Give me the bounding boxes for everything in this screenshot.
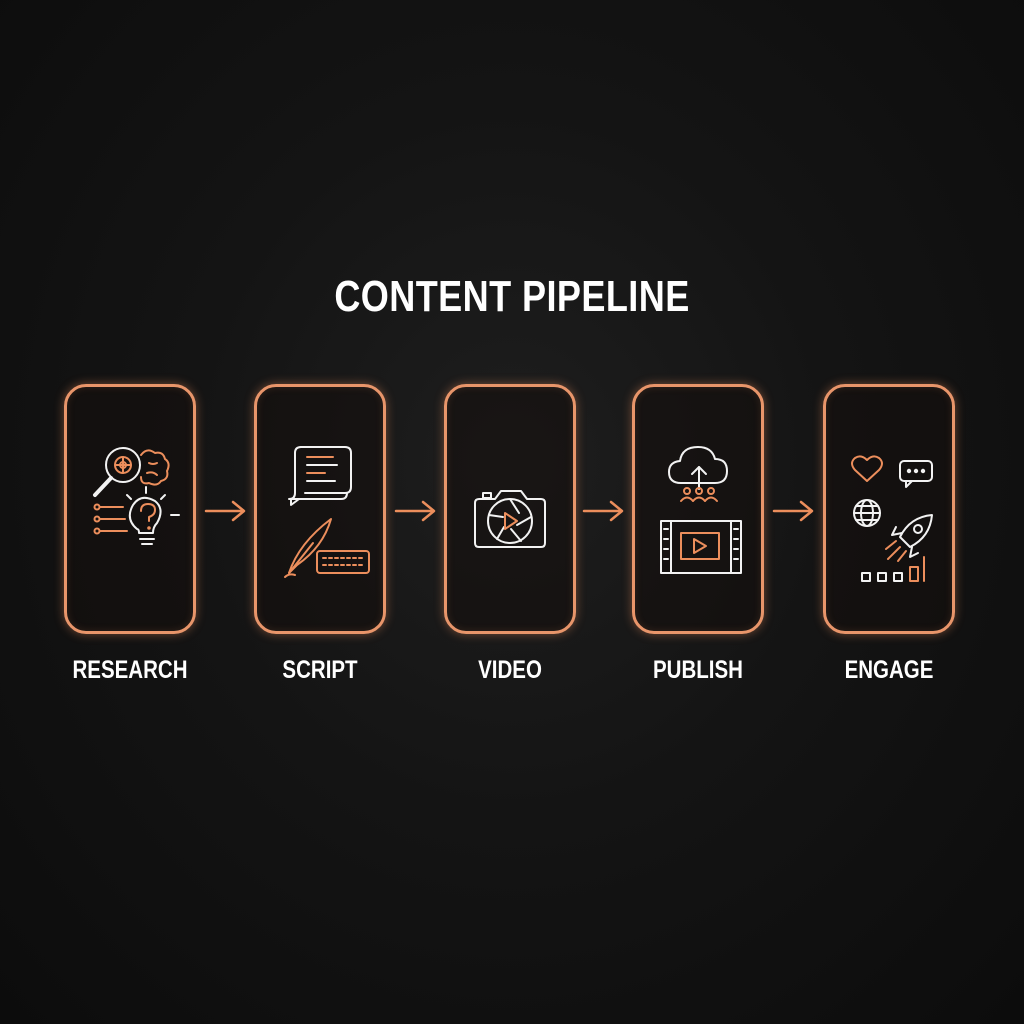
diagram-title: CONTENT PIPELINE	[334, 272, 690, 321]
step-label-engage: ENGAGE	[844, 656, 934, 684]
arrow-right-icon	[772, 500, 814, 522]
arrow-right-icon	[394, 500, 436, 522]
step-card-script	[254, 384, 386, 634]
step-card-publish	[632, 384, 764, 634]
step-label-script: SCRIPT	[282, 656, 358, 684]
arrow-right-icon	[582, 500, 624, 522]
step-label-research: RESEARCH	[72, 656, 188, 684]
arrow-right-icon	[204, 500, 246, 522]
camera-play-icon	[474, 490, 546, 548]
cloud-upload-video-icon	[660, 446, 742, 574]
step-card-video	[444, 384, 576, 634]
engage-heart-chat-globe-rocket-icon	[851, 455, 933, 582]
script-scroll-quill-keyboard-icon	[284, 446, 370, 578]
step-label-publish: PUBLISH	[653, 656, 743, 684]
step-card-research	[64, 384, 196, 634]
step-card-engage	[823, 384, 955, 634]
research-magnifier-brain-lightbulb-icon	[93, 447, 180, 545]
step-label-video: VIDEO	[478, 656, 542, 684]
